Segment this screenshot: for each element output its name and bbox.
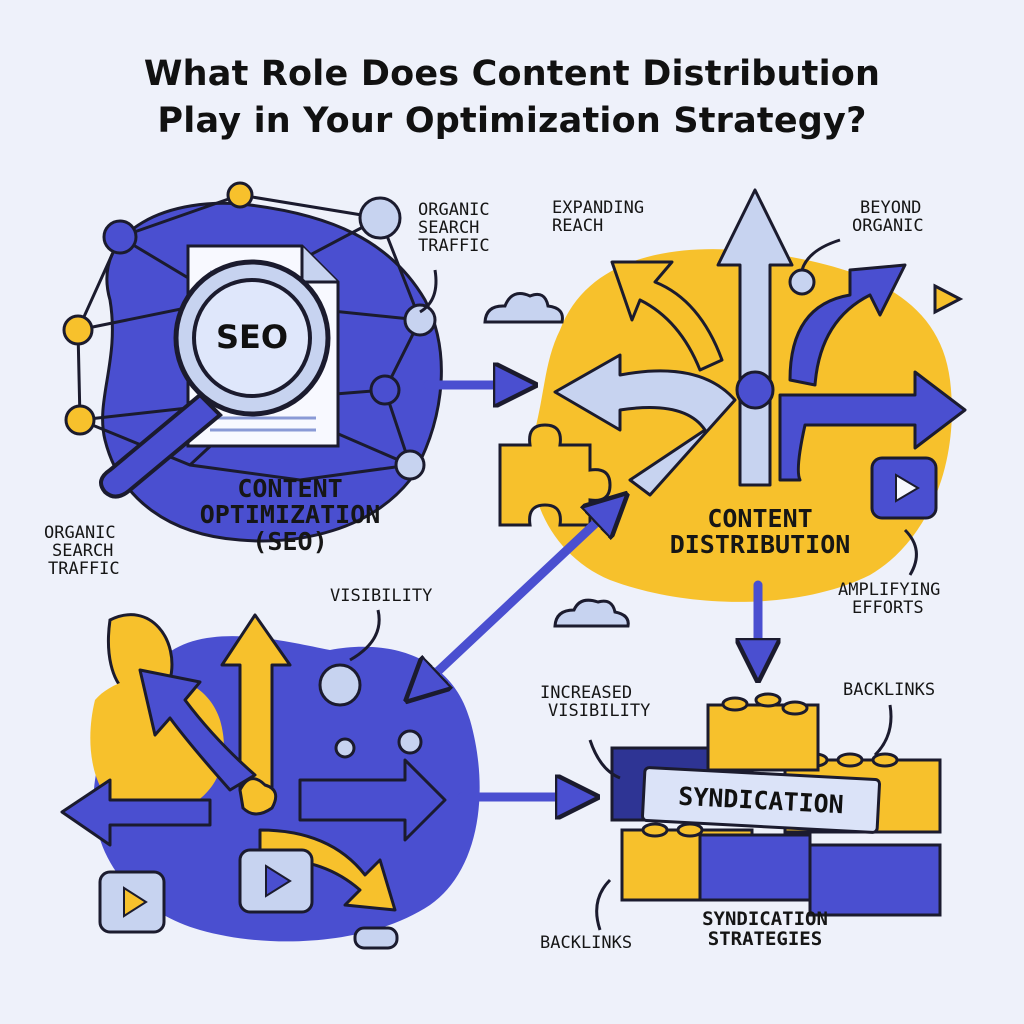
- network-node-icon: [238, 663, 423, 816]
- label-backlinks-right: BACKLINKS: [843, 680, 936, 700]
- label-beyond-organic: BEYOND ORGANIC: [852, 198, 924, 236]
- network-node-icon: [735, 268, 816, 410]
- network-node-icon: [62, 181, 437, 481]
- play-video-icon: [870, 283, 964, 520]
- label-backlinks-bottom: BACKLINKS: [540, 933, 633, 953]
- label-syndication-strategies: SYNDICATION STRATEGIES: [702, 908, 828, 950]
- label-increased-visibility: INCREASED VISIBILITY: [540, 683, 651, 721]
- flow-arrows: [418, 385, 758, 797]
- title-line-1: What Role Does Content Distribution: [143, 54, 881, 94]
- cloud-icon: [553, 598, 630, 628]
- magnifying-glass-icon: [99, 259, 331, 499]
- title-line-2: Play in Your Optimization Strategy?: [157, 101, 867, 141]
- label-content-distribution: CONTENT DISTRIBUTION: [669, 504, 851, 560]
- seo-badge: SEO: [215, 318, 289, 356]
- label-expanding-reach: EXPANDING REACH: [552, 198, 645, 236]
- label-organic-search-left: ORGANIC SEARCH TRAFFIC: [44, 523, 120, 579]
- label-visibility: VISIBILITY: [330, 586, 433, 606]
- arrow-icon: [60, 613, 447, 912]
- play-video-icon: [98, 848, 399, 950]
- label-organic-search-top: ORGANIC SEARCH TRAFFIC: [418, 200, 490, 256]
- label-amplifying-efforts: AMPLIFYING EFFORTS: [838, 580, 941, 618]
- syndication-badge-text: SYNDICATION: [677, 781, 845, 819]
- label-content-optimization: CONTENT OPTIMIZATION (SEO): [199, 474, 381, 556]
- arrow-icon: [553, 188, 967, 497]
- callout-lines: [349, 238, 918, 931]
- cloud-icon: [483, 292, 564, 324]
